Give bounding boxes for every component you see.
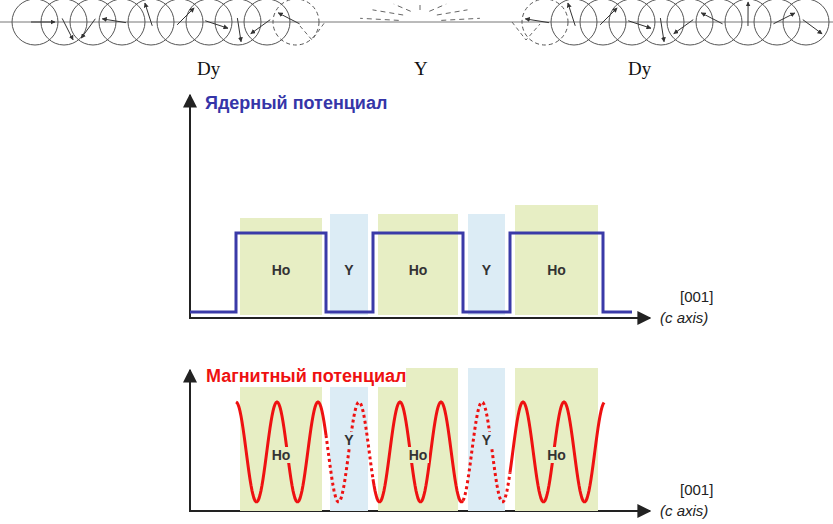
- spin-circle: [638, 0, 684, 45]
- spin-circle: [783, 0, 829, 45]
- spin-arrow: [237, 18, 241, 42]
- spin-arrow: [278, 13, 299, 24]
- plot-title: Ядерный потенциал: [205, 93, 387, 114]
- layer-label: Ho: [407, 447, 430, 463]
- spin-arrow: [660, 18, 664, 42]
- spin-arrow: [701, 13, 722, 24]
- spin-arrow: [81, 19, 95, 38]
- direction-label: [001]: [680, 481, 713, 498]
- holmium-layer: Ho: [515, 205, 598, 315]
- spin-circle: [522, 0, 568, 45]
- spin-arrow: [525, 19, 549, 23]
- holmium-layer: Ho: [240, 368, 322, 511]
- layer-label: Ho: [407, 262, 430, 278]
- layer-label: Ho: [270, 447, 293, 463]
- layer-label: Ho: [270, 262, 293, 278]
- layer-label: Ho: [545, 262, 568, 278]
- spin-circle: [696, 0, 742, 45]
- holmium-layer: Ho: [240, 218, 322, 315]
- spin-arrow: [674, 20, 693, 34]
- magnetic-potential-wave: [236, 402, 604, 502]
- spin-circle: [157, 0, 203, 45]
- layer-label: Y: [342, 262, 355, 278]
- yttrium-layer: Y: [330, 368, 368, 511]
- yttrium-layer: Y: [330, 214, 368, 315]
- spin-arrow: [145, 3, 152, 26]
- spin-arrow: [205, 21, 228, 28]
- spin-circle: [186, 0, 232, 45]
- spin-circle: [99, 0, 145, 45]
- spin-arrow: [628, 21, 651, 28]
- spin-circle: [273, 0, 319, 45]
- layer-label: Y: [480, 432, 493, 448]
- spin-arrow: [600, 8, 617, 25]
- layer-name: Y: [414, 58, 428, 80]
- layer-name: Dy: [628, 58, 651, 80]
- spin-circle: [551, 0, 597, 45]
- spin-circle: [580, 0, 626, 45]
- plot-axes: [189, 95, 650, 318]
- disordered-spins: [360, 2, 480, 20]
- spin-arrow: [177, 8, 194, 25]
- spin-arrow: [568, 3, 575, 26]
- spin-circle: [725, 0, 771, 45]
- spin-circle: [667, 0, 713, 45]
- spin-circle: [215, 0, 261, 45]
- spin-circle: [244, 0, 290, 45]
- axis-label: (c axis): [660, 309, 708, 326]
- spin-arrow: [747, 2, 748, 26]
- spin-arrow: [251, 20, 270, 34]
- spin-circle: [128, 0, 174, 45]
- chain-line: [0, 22, 833, 23]
- layer-label: Y: [480, 262, 493, 278]
- spin-arrow: [773, 13, 794, 24]
- spin-circle: [754, 0, 800, 45]
- holmium-layer: Ho: [378, 214, 458, 315]
- spin-arrow: [102, 19, 126, 23]
- plot-title: Магнитный потенциал: [206, 366, 406, 387]
- spin-circles: [12, 0, 829, 45]
- layer-name: Dy: [197, 58, 220, 80]
- spin-circle: [41, 0, 87, 45]
- holmium-layer: Ho: [515, 368, 598, 511]
- spin-arrow: [31, 22, 55, 23]
- spin-circle: [609, 0, 655, 45]
- spin-arrow: [803, 20, 822, 34]
- layer-label: Y: [342, 432, 355, 448]
- spin-arrow: [62, 18, 73, 39]
- axis-label: (c axis): [660, 502, 708, 519]
- yttrium-layer: Y: [468, 368, 505, 511]
- holmium-layer: Ho: [378, 368, 458, 511]
- nuclear-potential-wave: [190, 233, 632, 312]
- direction-label: [001]: [680, 288, 713, 305]
- spin-circle: [70, 0, 116, 45]
- yttrium-layer: Y: [468, 214, 505, 315]
- interface-spins: [300, 22, 540, 40]
- spin-circle: [12, 0, 58, 45]
- layer-label: Ho: [545, 447, 568, 463]
